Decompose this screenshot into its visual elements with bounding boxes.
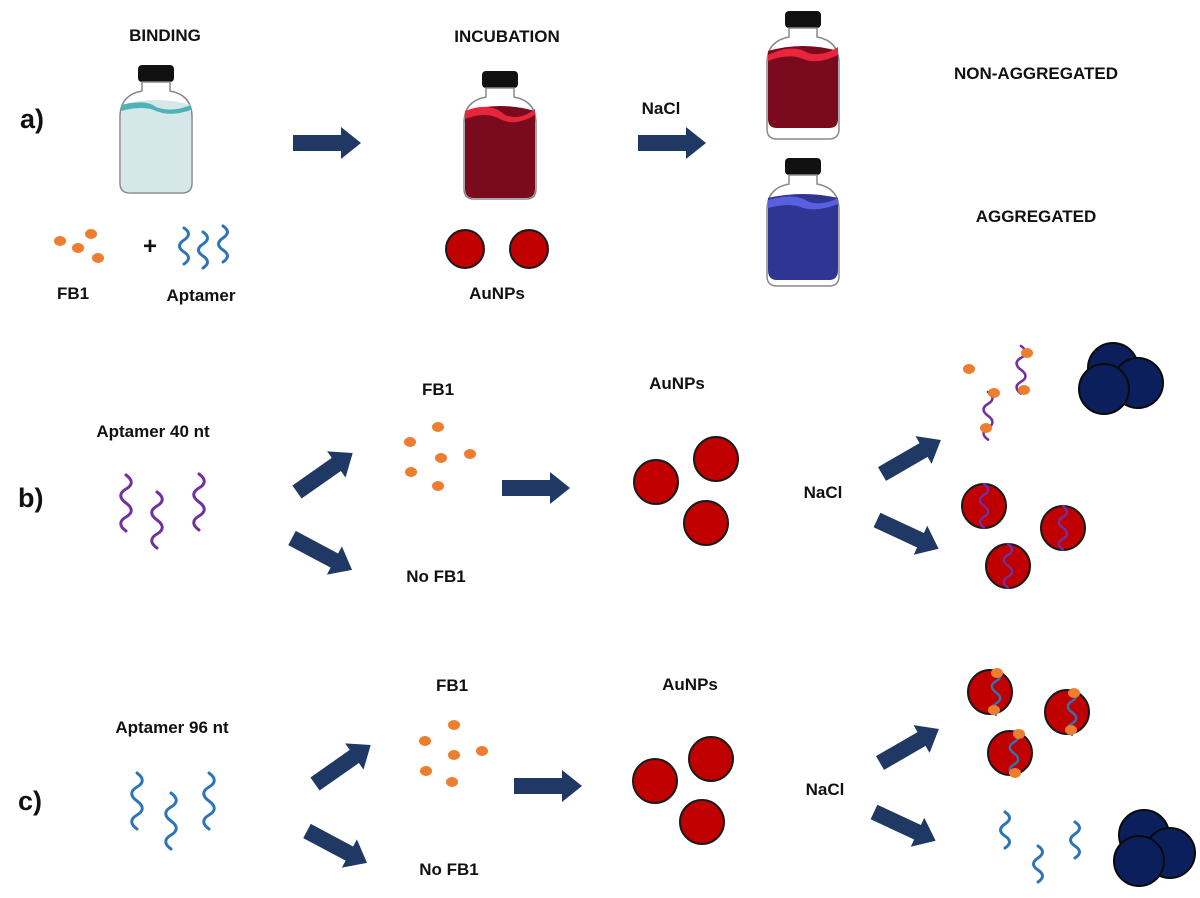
- nacl-label-c: NaCl: [806, 780, 845, 799]
- aggregated-vial: [766, 157, 840, 287]
- binding-vial: [119, 64, 193, 194]
- arrow-nacl-down-b: [870, 505, 946, 564]
- panel-c: c) Aptamer 96 nt FB1 No FB1 AuNPs NaCl: [18, 668, 1196, 887]
- binding-title: BINDING: [129, 26, 201, 45]
- aptamer-coated-aunps-b: [961, 482, 1086, 589]
- aggregated-aunps-b: [1078, 342, 1164, 415]
- aptamer-fb1-complexes-b: [963, 344, 1033, 441]
- aptamer-40nt-label: Aptamer 40 nt: [96, 422, 210, 441]
- aptamer-fb1-coated-aunps-c: [967, 668, 1090, 778]
- aunps-label-c: AuNPs: [662, 675, 718, 694]
- no-fb1-label-c: No FB1: [419, 860, 479, 879]
- panel-b-label: b): [18, 483, 43, 513]
- aunps-label-b: AuNPs: [649, 374, 705, 393]
- aggregated-aunps-c: [1113, 809, 1196, 887]
- aptamer-strands-a: [178, 224, 229, 270]
- aptamer-label-a: Aptamer: [167, 286, 236, 305]
- aptamer-96nt-strands: [130, 771, 216, 851]
- aptamer-40nt-strands: [119, 472, 206, 550]
- panel-b: b) Aptamer 40 nt FB1 No FB1 AuNPs NaCl: [18, 342, 1164, 589]
- arrow-binding-to-incubation: [293, 127, 361, 159]
- nacl-label-b: NaCl: [804, 483, 843, 502]
- plus-sign: +: [143, 233, 157, 260]
- panel-c-label: c): [18, 786, 42, 816]
- arrow-to-fb1-b: [287, 439, 362, 506]
- fb1-label-c: FB1: [436, 676, 468, 695]
- panel-a-label: a): [20, 104, 44, 134]
- incubation-title: INCUBATION: [454, 27, 559, 46]
- aunps-label-a: AuNPs: [469, 284, 525, 303]
- arrow-nacl-a: [638, 127, 706, 159]
- no-fb1-label-b: No FB1: [406, 567, 466, 586]
- arrow-to-no-fb1-b: [284, 523, 360, 585]
- nacl-label-a: NaCl: [642, 99, 681, 118]
- aunps-b: [633, 436, 739, 546]
- free-aptamers-c: [999, 810, 1081, 884]
- arrow-to-aunps-b: [502, 472, 570, 504]
- arrow-to-fb1-c: [305, 731, 380, 798]
- aunps-c: [632, 736, 734, 845]
- incubation-vial: [463, 70, 537, 200]
- aunps-a: [445, 229, 549, 269]
- aptamer-96nt-label: Aptamer 96 nt: [115, 718, 229, 737]
- arrow-nacl-down-c: [867, 797, 943, 856]
- arrow-to-aunps-c: [514, 770, 582, 802]
- fb1-molecules-c: [419, 720, 488, 787]
- aggregated-label: AGGREGATED: [976, 207, 1097, 226]
- non-aggregated-vial: [766, 10, 840, 140]
- fb1-label-b: FB1: [422, 380, 454, 399]
- fb1-molecules-a: [54, 229, 104, 263]
- non-aggregated-label: NON-AGGREGATED: [954, 64, 1118, 83]
- panel-a: a) BINDING INCUBATION NaCl NON-AGGREGATE…: [20, 10, 1118, 305]
- fb1-label-a: FB1: [57, 284, 89, 303]
- arrow-nacl-up-c: [872, 715, 947, 777]
- fb1-molecules-b: [404, 422, 476, 491]
- arrow-nacl-up-b: [874, 426, 949, 488]
- arrow-to-no-fb1-c: [299, 816, 375, 878]
